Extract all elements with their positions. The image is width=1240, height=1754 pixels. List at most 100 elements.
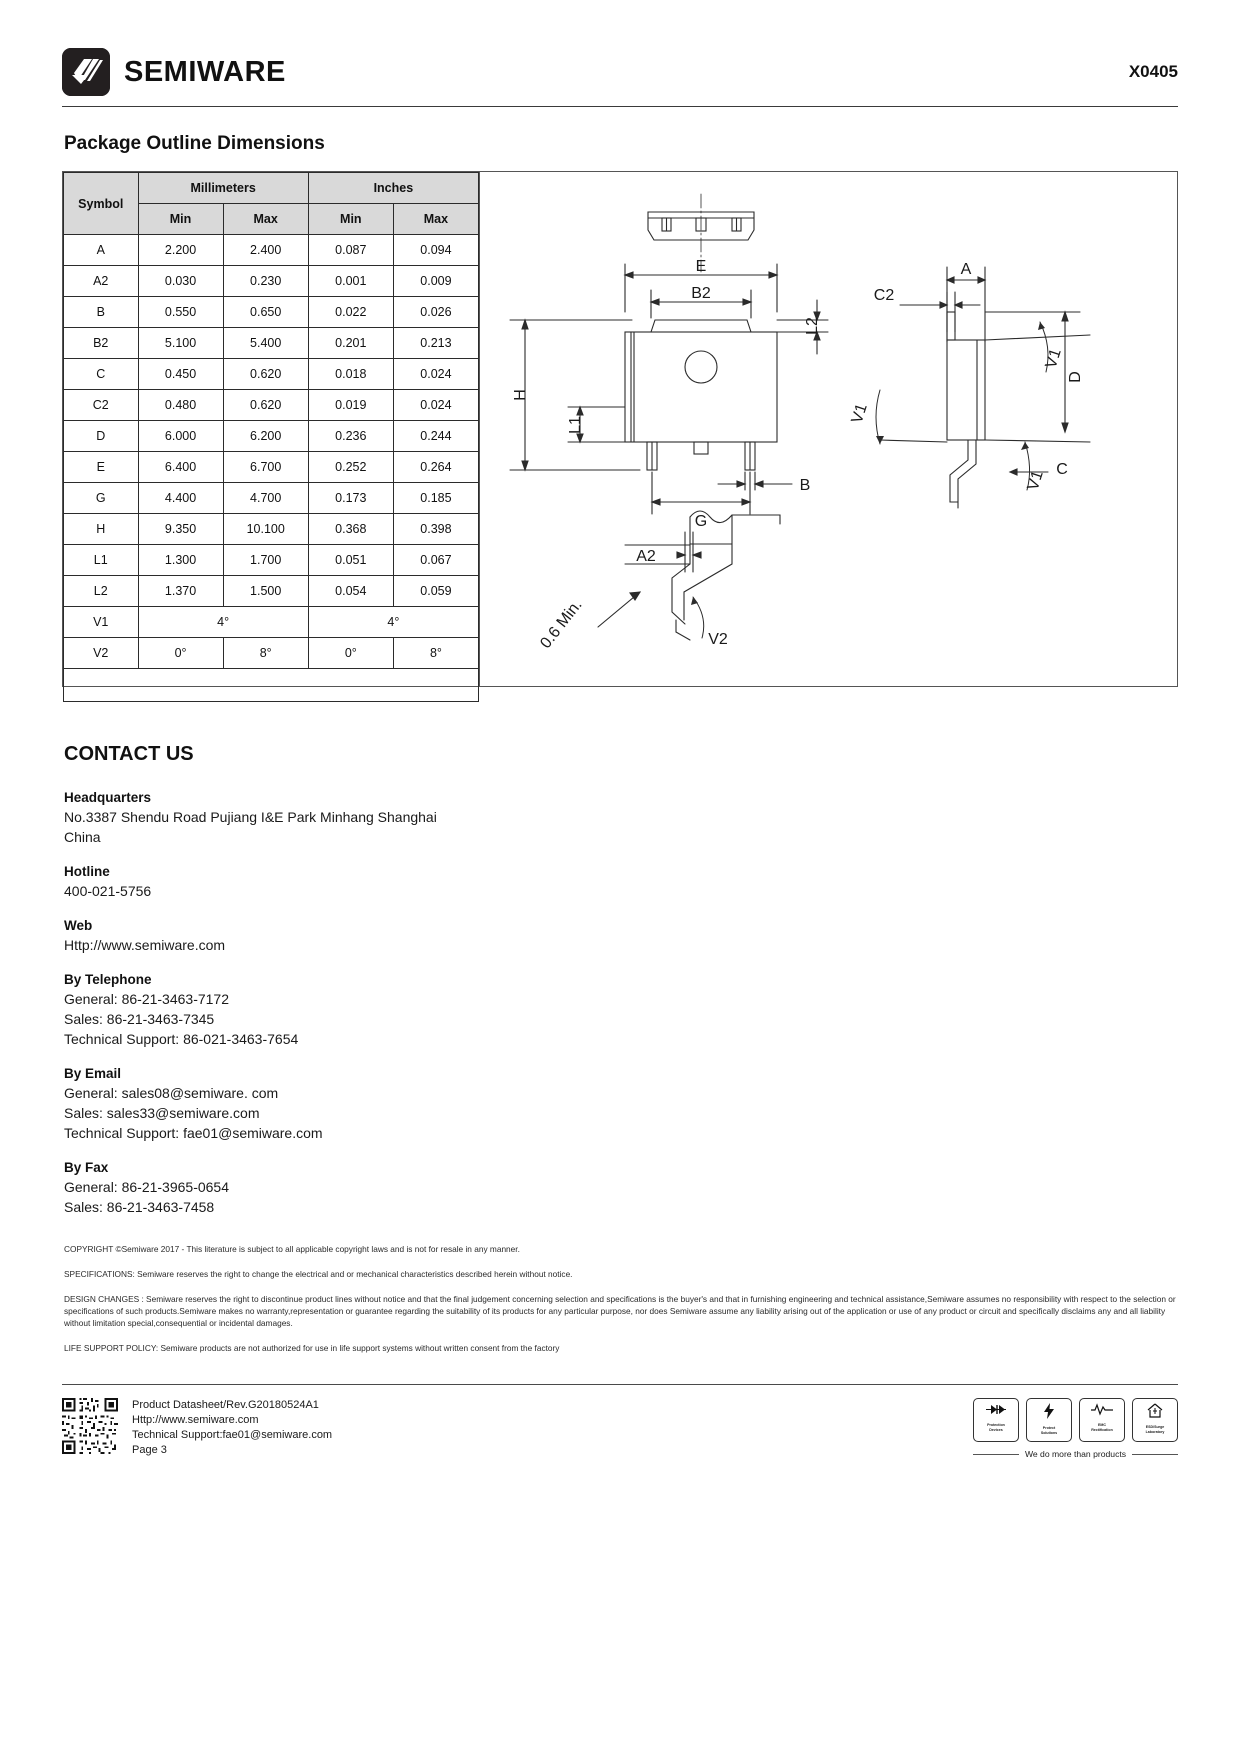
contact-group-heading: By Telephone	[64, 972, 152, 987]
cell-in-min: 0.173	[307, 482, 394, 514]
cell-in-max: 0.067	[392, 544, 480, 576]
page-header: SEMIWARE X0405	[62, 0, 1178, 106]
cell-in-min: 0.201	[307, 327, 394, 359]
legal-paragraph: SPECIFICATIONS: Semiware reserves the ri…	[64, 1269, 573, 1279]
semiware-logo-icon	[62, 48, 110, 96]
cell-in-min: 0.054	[307, 575, 394, 607]
cell-sym: V2	[63, 637, 139, 669]
contact-line: General: 86-21-3463-7172	[64, 991, 230, 1007]
tagline-rule-left	[973, 1453, 1019, 1455]
cell-sym: A2	[63, 265, 139, 297]
contact-line: No.3387 Shendu Road Pujiang I&E Park Min…	[64, 809, 437, 825]
cell-in-max: 0.024	[392, 389, 480, 421]
contact-line: Sales: sales33@semiware.com	[64, 1105, 260, 1121]
cell-mm-min: 1.300	[137, 544, 224, 576]
cert-label: Protection Devices	[987, 1423, 1005, 1432]
cell-sym: D	[63, 420, 139, 452]
footer-tagline: We do more than products	[973, 1449, 1178, 1459]
cell-mm-min: 4.400	[137, 482, 224, 514]
table-row-empty	[63, 668, 479, 702]
cell-mm-min: 0°	[137, 637, 224, 669]
page-title: Package Outline Dimensions	[64, 133, 325, 154]
contact-section-title: CONTACT US	[64, 743, 194, 765]
contact-group-heading: Web	[64, 918, 93, 933]
brand-name: SEMIWARE	[124, 55, 286, 88]
package-outline-drawing: E B2 H L1 L2 G B A C2 D V1 V1 V1 C A2 0.…	[509, 193, 1091, 652]
col-symbol: Symbol	[63, 172, 139, 235]
cert-badge: Protect Solutions	[1026, 1398, 1072, 1442]
cell-mm-max: 8°	[222, 637, 309, 669]
col-group-inches: Inches	[307, 172, 480, 204]
lightning-icon	[1042, 1403, 1056, 1424]
cell-mm-max: 10.100	[222, 513, 309, 545]
cell-in-max: 0.185	[392, 482, 480, 514]
cell-sym: A	[63, 234, 139, 266]
contact-line: Technical Support: 86-021-3463-7654	[64, 1031, 299, 1047]
label-V1-right: V1	[1043, 347, 1065, 371]
cell-mm-min: 0.550	[137, 296, 224, 328]
cell-sym: E	[63, 451, 139, 483]
cell-in-min: 0.022	[307, 296, 394, 328]
label-A: A	[961, 261, 972, 278]
contact-group-heading: By Fax	[64, 1160, 109, 1175]
cert-label: ESD/Surge Laboratory	[1145, 1425, 1165, 1434]
cell-in-max: 0.009	[392, 265, 480, 297]
dimensions-table-pane: Symbol Millimeters Inches Min Max Min Ma…	[63, 172, 480, 702]
document-code: X0405	[1128, 62, 1178, 81]
cell-in-min: 0.051	[307, 544, 394, 576]
contact-line: China	[64, 829, 101, 845]
footer-line: Technical Support:fae01@semiware.com	[132, 1429, 333, 1441]
cell-in-max: 0.024	[392, 358, 480, 390]
legal-paragraph: LIFE SUPPORT POLICY: Semiware products a…	[64, 1343, 560, 1353]
brand-logo: SEMIWARE	[62, 48, 286, 96]
cell-mm-max: 1.500	[222, 575, 309, 607]
cell-sym: G	[63, 482, 139, 514]
contact-line: Technical Support: fae01@semiware.com	[64, 1125, 323, 1141]
col-mm-min: Min	[137, 203, 224, 235]
cert-badge: Protection Devices	[973, 1398, 1019, 1442]
footer-divider	[62, 1384, 1178, 1385]
legal-disclaimers: COPYRIGHT ©Semiware 2017 - This literatu…	[64, 1243, 1178, 1354]
cell-empty	[63, 668, 479, 702]
drawing-lead-detail	[597, 510, 781, 641]
cell-mm-max: 1.700	[222, 544, 309, 576]
label-V1-bottom: V1	[1025, 469, 1047, 493]
label-L2: L2	[804, 317, 821, 335]
legal-paragraph: COPYRIGHT ©Semiware 2017 - This literatu…	[64, 1244, 520, 1254]
label-L1: L1	[567, 416, 584, 434]
cell-in-min: 0.018	[307, 358, 394, 390]
waveform-icon	[1091, 1403, 1113, 1421]
cert-label: Protect Solutions	[1040, 1426, 1058, 1435]
cert-label: EMC Rectification	[1091, 1423, 1113, 1432]
drawing-front-view	[509, 263, 829, 515]
package-drawing-pane: E B2 H L1 L2 G B A C2 D V1 V1 V1 C A2 0.…	[480, 172, 1238, 686]
cell-mm-span: 4°	[137, 606, 309, 638]
cell-mm-max: 6.200	[222, 420, 309, 452]
contact-line: Sales: 86-21-3463-7345	[64, 1011, 215, 1027]
cell-in-max: 0.264	[392, 451, 480, 483]
cell-in-min: 0.236	[307, 420, 394, 452]
cell-in-max: 0.398	[392, 513, 480, 545]
cell-sym: C2	[63, 389, 139, 421]
drawing-side-view	[875, 266, 1091, 509]
contact-line: 400-021-5756	[64, 883, 152, 899]
contact-line: General: 86-21-3965-0654	[64, 1179, 230, 1195]
label-H: H	[512, 389, 529, 401]
cell-in-min: 0.001	[307, 265, 394, 297]
cell-mm-min: 6.400	[137, 451, 224, 483]
contact-line: Http://www.semiware.com	[64, 937, 226, 953]
tagline-rule-right	[1132, 1453, 1178, 1455]
header-divider	[62, 106, 1178, 107]
cell-sym: B	[63, 296, 139, 328]
label-E: E	[696, 258, 707, 275]
cell-in-max: 8°	[392, 637, 480, 669]
